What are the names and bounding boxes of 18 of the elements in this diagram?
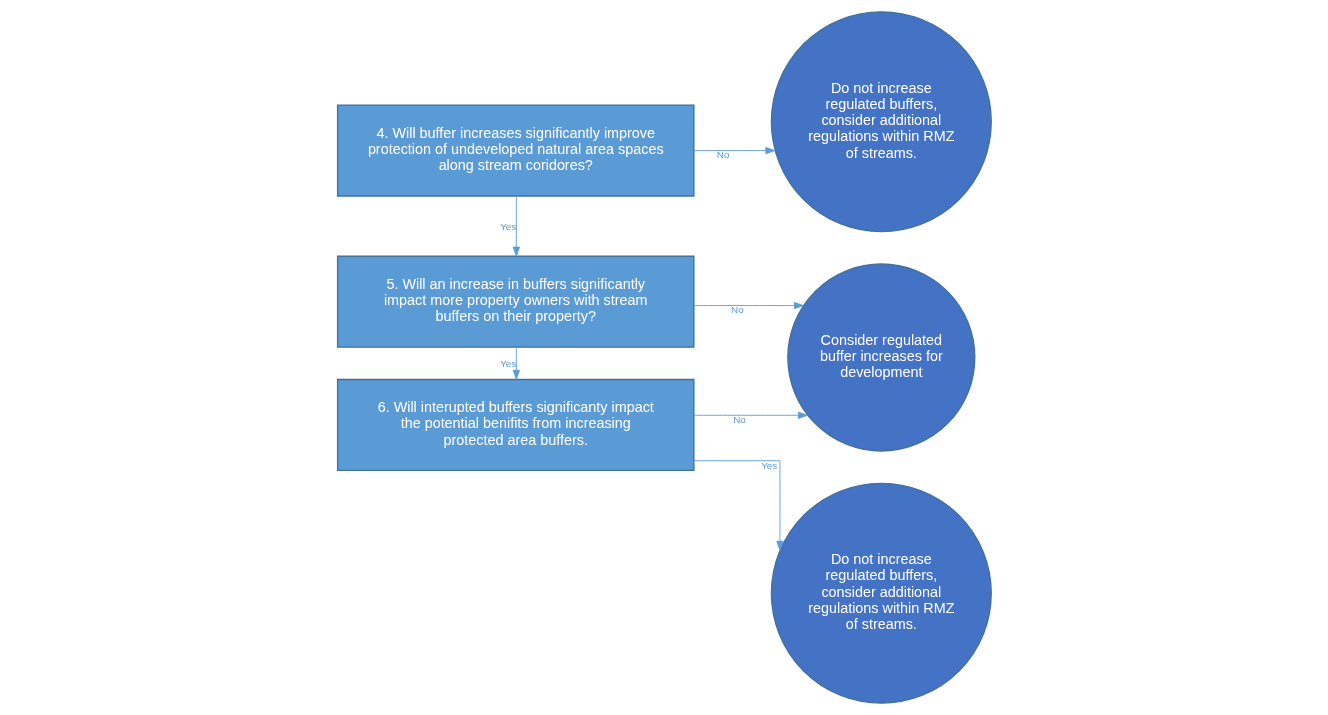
node-box: 5. Will an increase in buffers significantly impact more property owners with stream buffers on their property? <box>336 255 695 348</box>
arrow <box>693 301 804 310</box>
node-circle: Do not increase regulated buffers, consider additional regulations within RMZ of streams. <box>770 11 992 233</box>
edge-label: Yes <box>499 357 516 369</box>
arrow <box>512 195 520 257</box>
edge-label: Yes <box>760 459 777 471</box>
arrow <box>693 460 784 551</box>
edge-label: Yes <box>499 220 516 232</box>
node-box: 6. Will interupted buffers significanty impact the potential benifits from increasing protected area buffers. <box>336 378 695 472</box>
arrow <box>693 146 775 155</box>
edge-label: No <box>730 304 744 316</box>
arrow <box>512 346 520 380</box>
node-box: 4. Will buffer increases significantly improve protection of undeveloped natural area spaces along stream coridores? <box>336 104 695 197</box>
edge-label: No <box>716 149 729 161</box>
edge-label: No <box>732 414 746 426</box>
node-circle: Consider regulated buffer increases for development <box>786 263 975 452</box>
arrow <box>693 411 808 419</box>
node-circle: Do not increase regulated buffers, consider additional regulations within RMZ of streams. <box>770 482 992 704</box>
